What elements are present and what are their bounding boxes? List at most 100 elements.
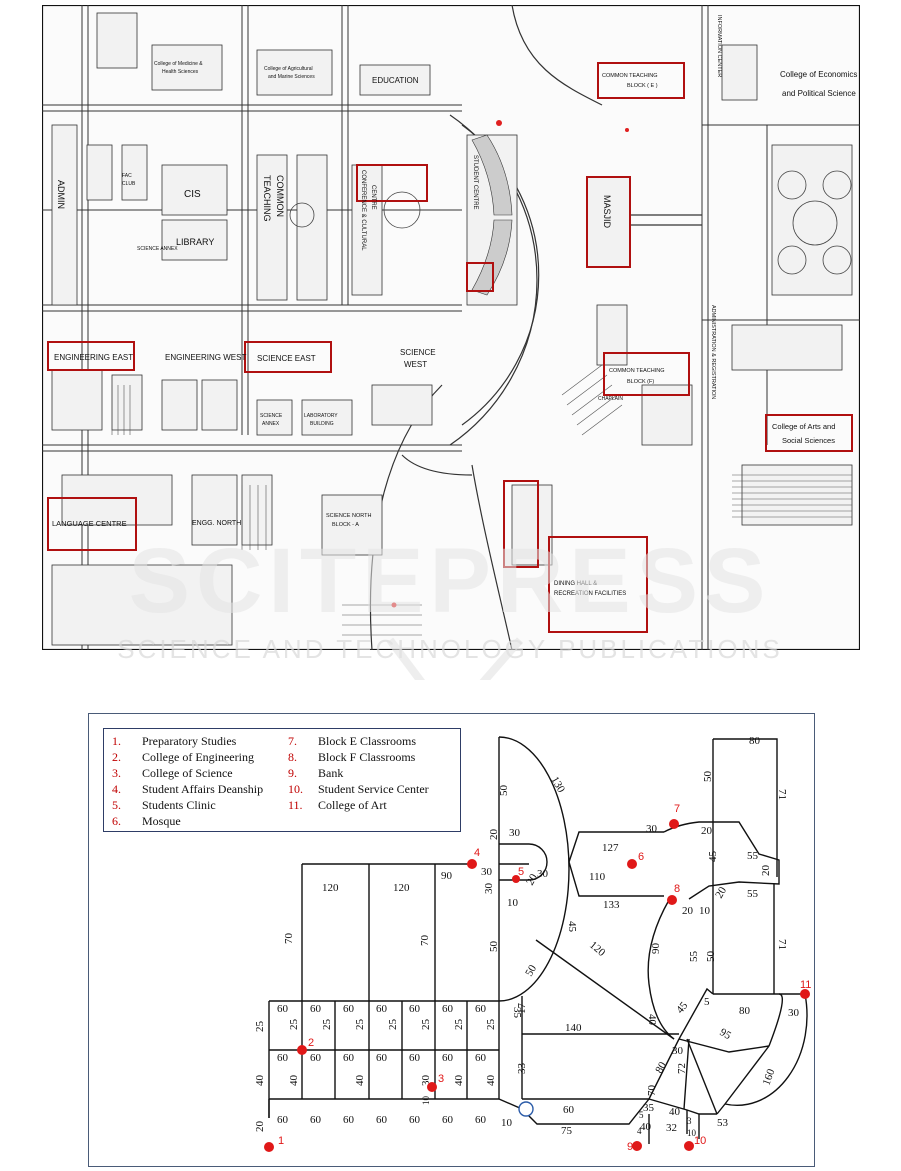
- map-label-science-east: SCIENCE EAST: [257, 354, 316, 363]
- graph-node-7: [669, 819, 679, 829]
- svg-text:35: 35: [511, 1007, 523, 1019]
- svg-text:40: 40: [640, 1121, 652, 1133]
- svg-text:5: 5: [639, 1110, 644, 1120]
- svg-text:90: 90: [441, 870, 453, 882]
- svg-text:75: 75: [561, 1125, 573, 1137]
- svg-text:TEACHING: TEACHING: [262, 175, 272, 222]
- svg-text:40: 40: [646, 1014, 658, 1026]
- svg-text:30: 30: [788, 1007, 800, 1019]
- legend-item-8: 8.Block F Classrooms: [288, 750, 416, 764]
- graph-node-1: [264, 1142, 274, 1152]
- svg-text:25: 25: [354, 1019, 366, 1031]
- svg-text:53: 53: [717, 1117, 729, 1129]
- svg-text:60: 60: [475, 1052, 487, 1064]
- svg-text:30: 30: [672, 1045, 684, 1057]
- svg-text:10: 10: [501, 1117, 513, 1129]
- svg-text:60: 60: [277, 1114, 289, 1126]
- node-label-1: 1: [278, 1135, 284, 1147]
- node-label-9: 9: [627, 1141, 633, 1153]
- svg-text:and Political Science: and Political Science: [782, 89, 856, 98]
- svg-text:CLUB: CLUB: [122, 181, 136, 187]
- svg-text:60: 60: [343, 1114, 355, 1126]
- svg-text:60: 60: [310, 1052, 322, 1064]
- graph-node-3: [427, 1082, 437, 1092]
- map-label-science-west: SCIENCE: [400, 348, 436, 357]
- map-label-engg-north: ENGG. NORTH: [192, 520, 241, 527]
- svg-text:30: 30: [537, 868, 549, 880]
- svg-text:80: 80: [739, 1005, 751, 1017]
- svg-text:4: 4: [637, 1126, 642, 1136]
- svg-text:40: 40: [453, 1075, 465, 1087]
- svg-text:10: 10: [507, 897, 519, 909]
- campus-map: COMMON TEACHING BLOCK ( E ) College of E…: [42, 5, 860, 650]
- svg-text:3: 3: [687, 1116, 692, 1126]
- svg-text:COMMON: COMMON: [275, 175, 285, 217]
- map-label-common-teaching-e: COMMON TEACHING: [602, 73, 658, 79]
- watermark: SCITEPRESS SCIENCE AND TECHNOLOGY PUBLIC…: [117, 540, 780, 680]
- svg-text:33: 33: [516, 1063, 528, 1075]
- node-label-3: 3: [438, 1073, 444, 1085]
- map-label-college-economics: College of Economics: [780, 70, 857, 79]
- svg-text:INFORMATION CENTER: INFORMATION CENTER: [716, 15, 722, 77]
- graph-node-5: [512, 875, 520, 883]
- svg-text:90: 90: [650, 943, 662, 955]
- svg-text:25: 25: [420, 1019, 432, 1031]
- graph-node-8: [667, 895, 677, 905]
- graph-node-2: [297, 1045, 307, 1055]
- svg-text:25: 25: [485, 1019, 497, 1031]
- svg-text:30: 30: [420, 1075, 432, 1087]
- legend-item-4: 4.Student Affairs Deanship: [112, 782, 264, 796]
- legend-item-9: 9.Bank: [288, 766, 344, 780]
- svg-text:140: 140: [565, 1022, 582, 1034]
- svg-text:WEST: WEST: [404, 360, 427, 369]
- svg-text:40: 40: [354, 1075, 366, 1087]
- svg-text:71: 71: [776, 789, 788, 800]
- legend-item-2: 2.College of Engineering: [112, 750, 254, 764]
- svg-text:120: 120: [322, 882, 339, 894]
- node-label-8: 8: [674, 883, 680, 895]
- svg-text:55: 55: [747, 888, 759, 900]
- svg-text:30: 30: [483, 883, 495, 895]
- svg-text:60: 60: [376, 1003, 388, 1015]
- svg-text:130: 130: [548, 775, 567, 796]
- svg-text:50: 50: [498, 785, 510, 797]
- svg-text:50: 50: [488, 941, 500, 953]
- svg-text:CENTRE: CENTRE: [370, 185, 376, 210]
- svg-text:ANNEX: ANNEX: [262, 421, 280, 427]
- svg-text:10: 10: [699, 905, 711, 917]
- svg-text:50: 50: [705, 951, 717, 963]
- svg-text:25: 25: [288, 1019, 300, 1031]
- svg-text:5: 5: [704, 996, 710, 1008]
- map-label-science-north: SCIENCE NORTH: [326, 513, 371, 519]
- svg-text:10: 10: [687, 1128, 697, 1138]
- svg-text:BUILDING: BUILDING: [310, 421, 334, 427]
- graph-node-6: [627, 859, 637, 869]
- svg-text:55: 55: [747, 850, 759, 862]
- svg-text:45: 45: [674, 999, 691, 1016]
- svg-text:70: 70: [283, 933, 295, 945]
- svg-text:133: 133: [603, 899, 620, 911]
- svg-text:60: 60: [376, 1114, 388, 1126]
- svg-text:25: 25: [321, 1019, 333, 1031]
- svg-text:Social Sciences: Social Sciences: [782, 436, 835, 445]
- svg-text:40: 40: [669, 1106, 681, 1118]
- svg-text:60: 60: [409, 1052, 421, 1064]
- svg-text:127: 127: [602, 842, 619, 854]
- legend: 1.Preparatory Studies 2.College of Engin…: [103, 728, 461, 832]
- svg-text:80: 80: [749, 735, 761, 747]
- svg-text:60: 60: [310, 1114, 322, 1126]
- svg-text:SCIENCE ANNEX: SCIENCE ANNEX: [137, 246, 178, 252]
- svg-text:Health Sciences: Health Sciences: [162, 69, 199, 75]
- svg-text:32: 32: [666, 1122, 677, 1134]
- svg-text:40: 40: [254, 1075, 266, 1087]
- svg-text:30: 30: [481, 866, 493, 878]
- svg-text:25: 25: [254, 1021, 266, 1033]
- svg-text:20: 20: [488, 829, 500, 841]
- svg-text:CONFERENCE & CULTURAL: CONFERENCE & CULTURAL: [360, 170, 366, 251]
- legend-item-3: 3.College of Science: [112, 766, 233, 780]
- svg-text:60: 60: [442, 1114, 454, 1126]
- node-label-11: 11: [800, 979, 811, 991]
- map-label-common-teaching-f: COMMON TEACHING: [609, 368, 665, 374]
- svg-text:and Marine Sciences: and Marine Sciences: [268, 74, 315, 80]
